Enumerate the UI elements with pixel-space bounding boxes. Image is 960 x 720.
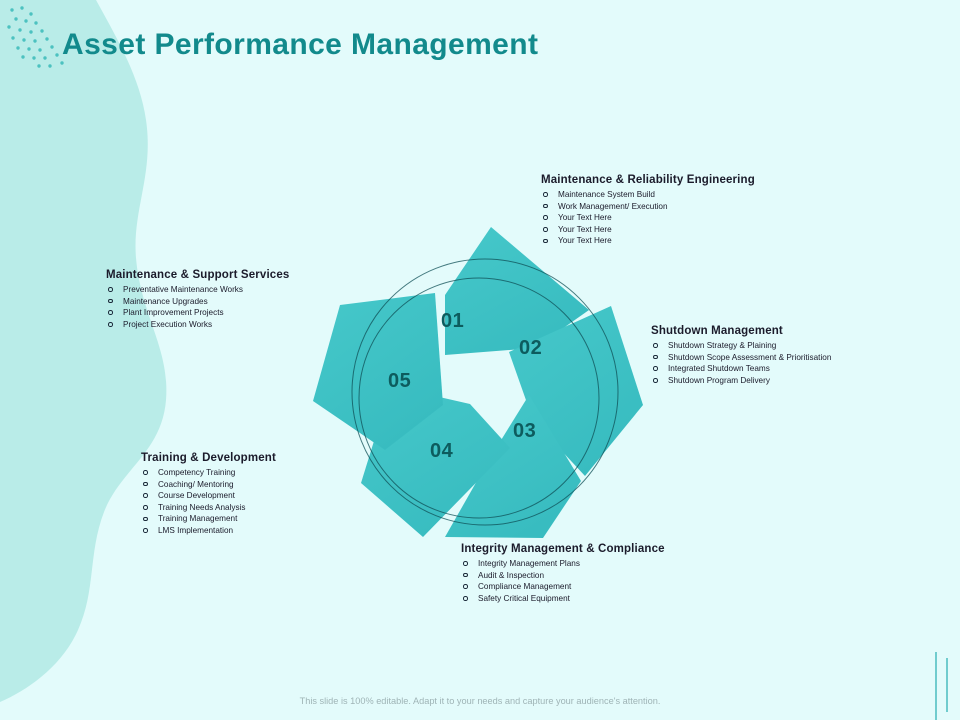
bullet-item: Coaching/ Mentoring [141, 479, 276, 491]
bullet-item: Training Management [141, 513, 276, 525]
bullet-circle-icon [543, 203, 548, 209]
bullet-item: Competency Training [141, 467, 276, 479]
bullet-circle-icon [543, 226, 548, 232]
outer-ring [351, 258, 619, 526]
bullet-item: Maintenance System Build [541, 189, 755, 201]
bullet-circle-icon [108, 287, 113, 292]
bullet-item: Shutdown Strategy & Plaining [651, 340, 831, 352]
pinwheel-blade-02[interactable] [509, 306, 643, 476]
pentagon-pinwheel-diagram[interactable] [295, 205, 685, 555]
bullet-item: Your Text Here [541, 235, 755, 247]
section-title: Integrity Management & Compliance [461, 543, 665, 555]
bullet-circle-icon [463, 595, 468, 601]
bullet-label: Training Management [158, 514, 238, 524]
bullet-item: Shutdown Scope Assessment & Prioritisati… [651, 352, 831, 364]
section-title: Shutdown Management [651, 325, 783, 337]
section-maintenance-support-services: Maintenance & Support Services Preventat… [106, 269, 289, 330]
bullet-item: Integrity Management Plans [461, 558, 665, 570]
bullet-label: Integrated Shutdown Teams [668, 364, 770, 374]
bullet-item: Your Text Here [541, 212, 755, 224]
bullet-circle-icon [143, 470, 148, 475]
section-title: Training & Development [141, 452, 276, 464]
bullet-circle-icon [143, 493, 148, 498]
segment-number-04: 04 [430, 440, 454, 462]
bullet-circle-icon [653, 343, 658, 348]
bullet-circle-icon [463, 561, 468, 566]
bullet-item: Course Development [141, 490, 276, 502]
segment-number-01: 01 [441, 310, 465, 332]
section-training-development: Training & Development Competency Traini… [141, 452, 276, 537]
bullet-label: Integrity Management Plans [478, 559, 580, 568]
bullet-label: LMS Implementation [158, 525, 234, 535]
pinwheel-blade-05[interactable] [313, 293, 443, 450]
dot-cluster-icon [7, 6, 64, 68]
bullet-label: Maintenance System Build [558, 190, 655, 199]
section-maintenance-reliability-engineering: Maintenance & Reliability Engineering Ma… [541, 174, 755, 247]
bullet-circle-icon [463, 584, 468, 589]
left-blob-shape [0, 0, 167, 702]
inner-ring [358, 277, 600, 519]
bullet-item: Safety Critical Equipment [461, 593, 665, 605]
bullet-label: Your Text Here [558, 213, 612, 223]
bullet-item: Preventative Maintenance Works [106, 284, 289, 296]
bullet-circle-icon [108, 298, 113, 304]
bullet-label: Course Development [158, 491, 235, 501]
section-title: Maintenance & Reliability Engineering [541, 174, 755, 186]
bullet-label: Competency Training [158, 468, 236, 477]
bullet-circle-icon [543, 192, 548, 197]
section-shutdown-management: Shutdown Management Shutdown Strategy & … [651, 325, 831, 386]
bullet-circle-icon [653, 354, 658, 360]
bullet-label: Preventative Maintenance Works [123, 285, 243, 294]
bullet-circle-icon [543, 238, 548, 244]
bullet-item: Work Management/ Execution [541, 201, 755, 213]
bullet-item: Compliance Management [461, 581, 665, 593]
bullet-label: Project Execution Works [123, 319, 213, 329]
segment-number-03: 03 [513, 420, 537, 442]
bullet-circle-icon [653, 377, 658, 383]
segment-number-05: 05 [388, 370, 412, 392]
bullet-label: Training Needs Analysis [158, 502, 246, 512]
bullet-item: LMS Implementation [141, 525, 276, 537]
bullet-label: Work Management/ Execution [558, 201, 668, 211]
bullet-item: Integrated Shutdown Teams [651, 363, 831, 375]
footer-note: This slide is 100% editable. Adapt it to… [299, 696, 661, 706]
bullet-label: Coaching/ Mentoring [158, 479, 234, 489]
bullet-label: Shutdown Strategy & Plaining [668, 341, 777, 350]
bullet-item: Your Text Here [541, 224, 755, 236]
bullet-circle-icon [108, 310, 113, 315]
bullet-label: Shutdown Program Delivery [668, 375, 770, 385]
bullet-circle-icon [143, 481, 148, 487]
pinwheel-blade-03[interactable] [445, 395, 581, 538]
bullet-item: Audit & Inspection [461, 570, 665, 582]
bullet-label: Maintenance Upgrades [123, 296, 208, 306]
bullet-item: Project Execution Works [106, 319, 289, 331]
bullet-label: Audit & Inspection [478, 570, 544, 580]
page-title: Asset Performance Management [62, 28, 539, 61]
bullet-label: Shutdown Scope Assessment & Prioritisati… [668, 352, 832, 362]
segment-number-02: 02 [519, 337, 543, 359]
section-integrity-management-compliance: Integrity Management & Compliance Integr… [461, 543, 665, 604]
bullet-item: Maintenance Upgrades [106, 296, 289, 308]
bullet-circle-icon [108, 321, 113, 327]
bullet-item: Shutdown Program Delivery [651, 375, 831, 387]
bullet-label: Plant Improvement Projects [123, 308, 224, 318]
bullet-circle-icon [653, 366, 658, 371]
bullet-item: Plant Improvement Projects [106, 307, 289, 319]
bullet-label: Compliance Management [478, 582, 572, 592]
section-title: Maintenance & Support Services [106, 269, 290, 281]
bullet-item: Training Needs Analysis [141, 502, 276, 514]
bullet-label: Safety Critical Equipment [478, 593, 570, 603]
bullet-circle-icon [143, 516, 148, 522]
bullet-circle-icon [543, 215, 548, 220]
bullet-label: Your Text Here [558, 236, 612, 246]
bullet-circle-icon [463, 572, 468, 578]
bullet-circle-icon [143, 528, 148, 533]
bullet-label: Your Text Here [558, 224, 612, 234]
bullet-circle-icon [143, 504, 148, 510]
